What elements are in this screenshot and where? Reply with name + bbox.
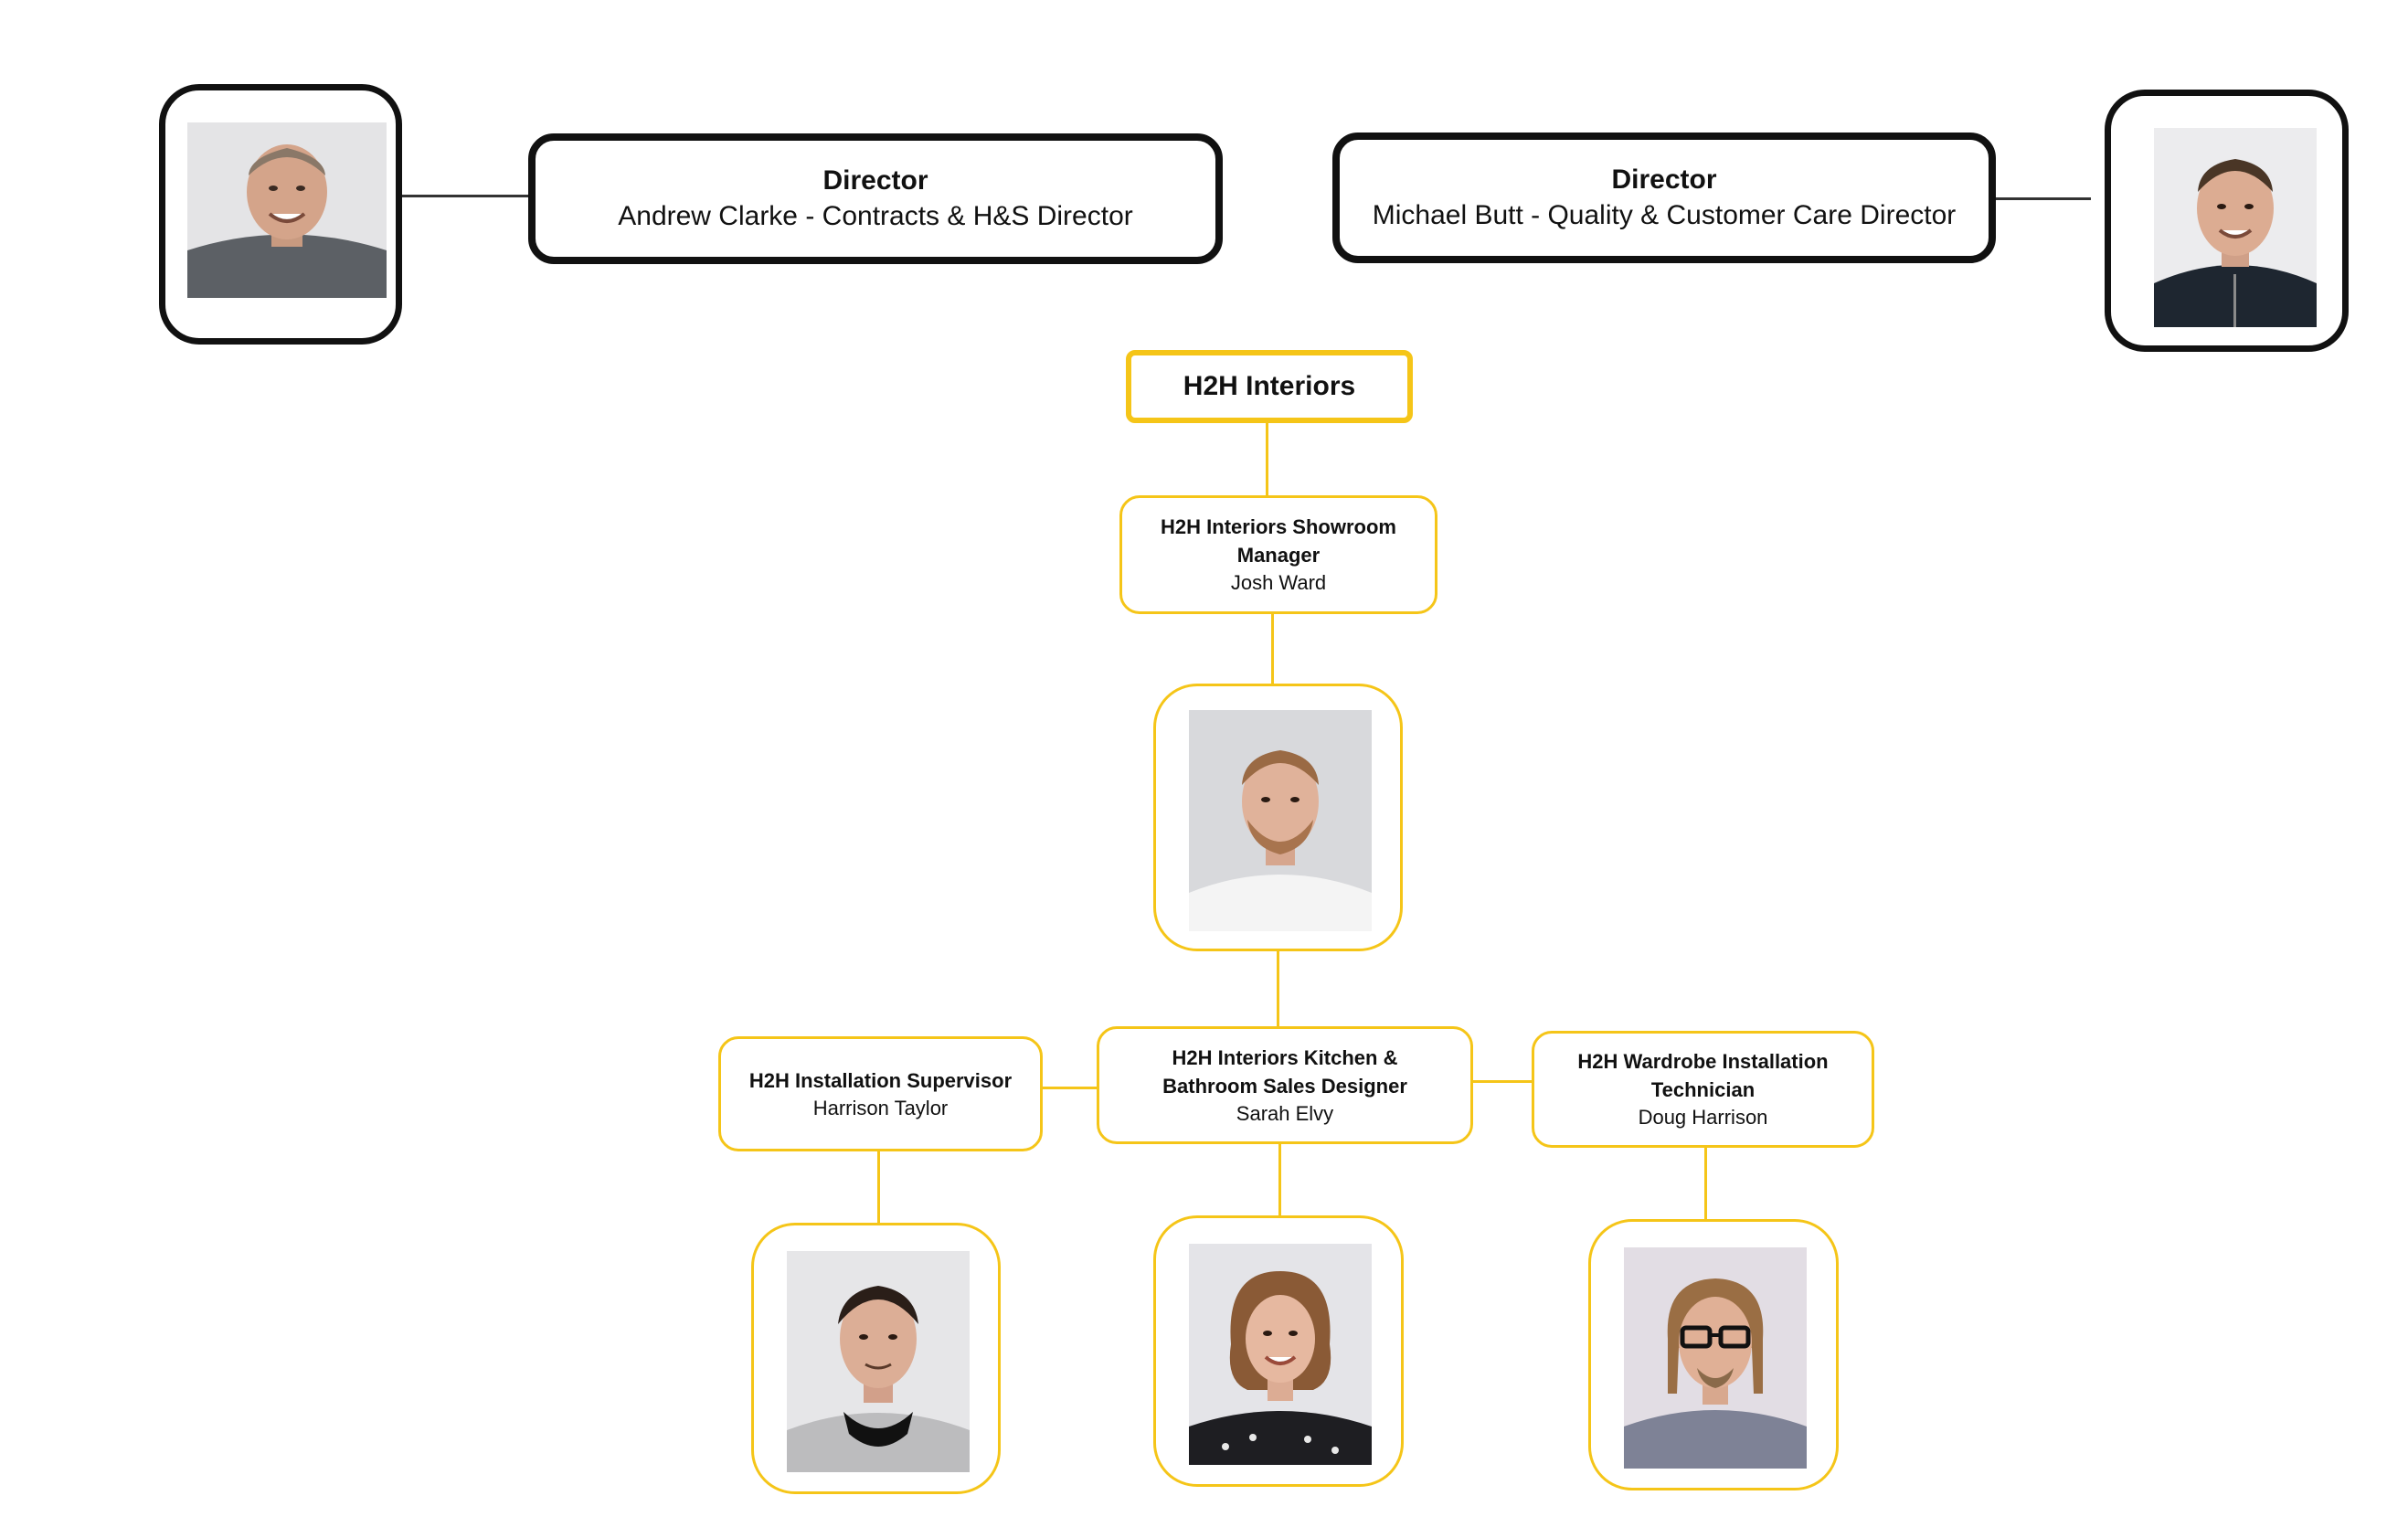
technician-name: Doug Harrison xyxy=(1638,1106,1768,1129)
manager-name: Josh Ward xyxy=(1230,571,1327,594)
designer-photo xyxy=(1189,1244,1372,1465)
connector-designer-photo xyxy=(1278,1144,1281,1215)
manager-photo xyxy=(1189,710,1372,931)
designer-title: H2H Interiors Kitchen & Bathroom Sales D… xyxy=(1162,1045,1407,1098)
connector-manager-photo xyxy=(1271,614,1274,684)
connector-director-left xyxy=(402,195,528,197)
director-michael-photo-card xyxy=(2105,90,2349,352)
connector-designer-technician xyxy=(1471,1080,1533,1083)
director-michael-name: Michael Butt - Quality & Customer Care D… xyxy=(1372,199,1957,230)
connector-supervisor-designer xyxy=(1041,1087,1098,1089)
manager-title: H2H Interiors Showroom Manager xyxy=(1161,515,1396,567)
connector-director-right xyxy=(1976,197,2091,200)
manager-photo-card xyxy=(1153,684,1403,951)
supervisor-title: H2H Installation Supervisor xyxy=(748,1068,1013,1092)
director-andrew-photo-card xyxy=(159,84,402,345)
director-andrew-box: Director Andrew Clarke - Contracts & H&S… xyxy=(528,133,1223,264)
technician-photo-card xyxy=(1588,1219,1839,1490)
director-andrew-photo xyxy=(187,122,387,298)
director-andrew-title: Director xyxy=(822,164,928,196)
designer-box: H2H Interiors Kitchen & Bathroom Sales D… xyxy=(1097,1026,1473,1144)
connector-technician-photo xyxy=(1704,1147,1707,1219)
supervisor-photo xyxy=(787,1251,970,1472)
connector-brand-manager xyxy=(1266,422,1268,495)
company-brand-box: H2H Interiors xyxy=(1126,350,1413,423)
designer-photo-card xyxy=(1153,1215,1404,1487)
supervisor-photo-card xyxy=(751,1223,1001,1494)
technician-title: H2H Wardrobe Installation Technician xyxy=(1577,1050,1829,1101)
technician-photo xyxy=(1624,1247,1807,1469)
designer-name: Sarah Elvy xyxy=(1236,1101,1334,1125)
supervisor-box: H2H Installation Supervisor Harrison Tay… xyxy=(718,1036,1043,1151)
technician-box: H2H Wardrobe Installation Technician Dou… xyxy=(1532,1031,1874,1148)
director-andrew-name: Andrew Clarke - Contracts & H&S Director xyxy=(618,200,1133,231)
connector-photo-designer xyxy=(1277,951,1279,1026)
connector-supervisor-photo xyxy=(877,1150,880,1223)
director-michael-box: Director Michael Butt - Quality & Custom… xyxy=(1332,133,1996,263)
manager-box: H2H Interiors Showroom Manager Josh Ward xyxy=(1119,495,1437,614)
director-michael-photo xyxy=(2154,128,2317,327)
supervisor-name: Harrison Taylor xyxy=(812,1096,949,1119)
director-michael-title: Director xyxy=(1611,164,1717,195)
company-name: H2H Interiors xyxy=(1183,371,1356,401)
